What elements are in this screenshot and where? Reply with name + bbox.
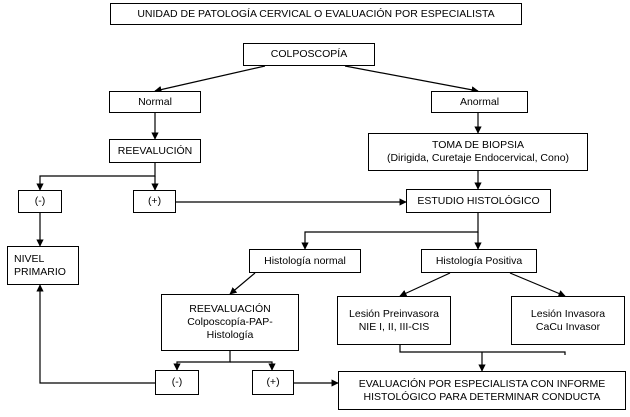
pos-result-box: (+) bbox=[133, 190, 176, 213]
toma-biopsia-box: TOMA DE BIOPSIA (Dirigida, Curetaje Endo… bbox=[368, 133, 588, 171]
arrow-lesiones-to-evaluacion bbox=[399, 345, 566, 372]
arrow-estudio-to-histologia-normal bbox=[301, 213, 479, 250]
arrow-positiva-to-invasora bbox=[509, 272, 566, 297]
pos-result2-box: (+) bbox=[252, 370, 294, 395]
arrow-positiva-to-preinvasora bbox=[399, 272, 451, 297]
nivel-primario-box: NIVEL PRIMARIO bbox=[7, 246, 79, 285]
evaluacion-especialista-box: EVALUACIÓN POR ESPECIALISTA CON INFORME … bbox=[338, 371, 626, 410]
neg-result-box: (-) bbox=[18, 190, 62, 213]
histologia-positiva-box: Histología Positiva bbox=[421, 249, 537, 273]
arrow-colposcopia-to-anormal bbox=[344, 65, 479, 94]
arrow-reevaluacion2-to-neg bbox=[173, 351, 231, 371]
histologia-normal-box: Histología normal bbox=[249, 249, 361, 273]
arrow-colposcopia-to-normal bbox=[154, 65, 266, 94]
lesion-invasora-box: Lesión Invasora CaCu Invasor bbox=[511, 296, 625, 345]
colposcopia-box: COLPOSCOPÍA bbox=[243, 43, 375, 66]
estudio-histologico-box: ESTUDIO HISTOLÓGICO bbox=[406, 189, 551, 213]
arrow-reevaluacion-to-neg bbox=[36, 163, 156, 191]
arrow-neg2-to-nivel-primario bbox=[36, 284, 155, 384]
arrow-histologia-normal-to-reevaluacion2 bbox=[229, 272, 256, 295]
lesion-preinvasora-box: Lesión Preinvasora NIE I, II, III-CIS bbox=[337, 296, 451, 345]
neg-result2-box: (-) bbox=[155, 370, 199, 395]
normal-box: Normal bbox=[109, 91, 201, 113]
anormal-box: Anormal bbox=[431, 91, 528, 113]
arrow-reevaluacion2-to-pos bbox=[230, 361, 276, 371]
reevaluacion2-box: REEVALUACIÓN Colposcopía-PAP- Histología bbox=[161, 294, 299, 351]
title-box: UNIDAD DE PATOLOGÍA CERVICAL O EVALUACIÓ… bbox=[110, 3, 522, 25]
reevaluacion-box: REEVALUCIÓN bbox=[109, 139, 201, 163]
